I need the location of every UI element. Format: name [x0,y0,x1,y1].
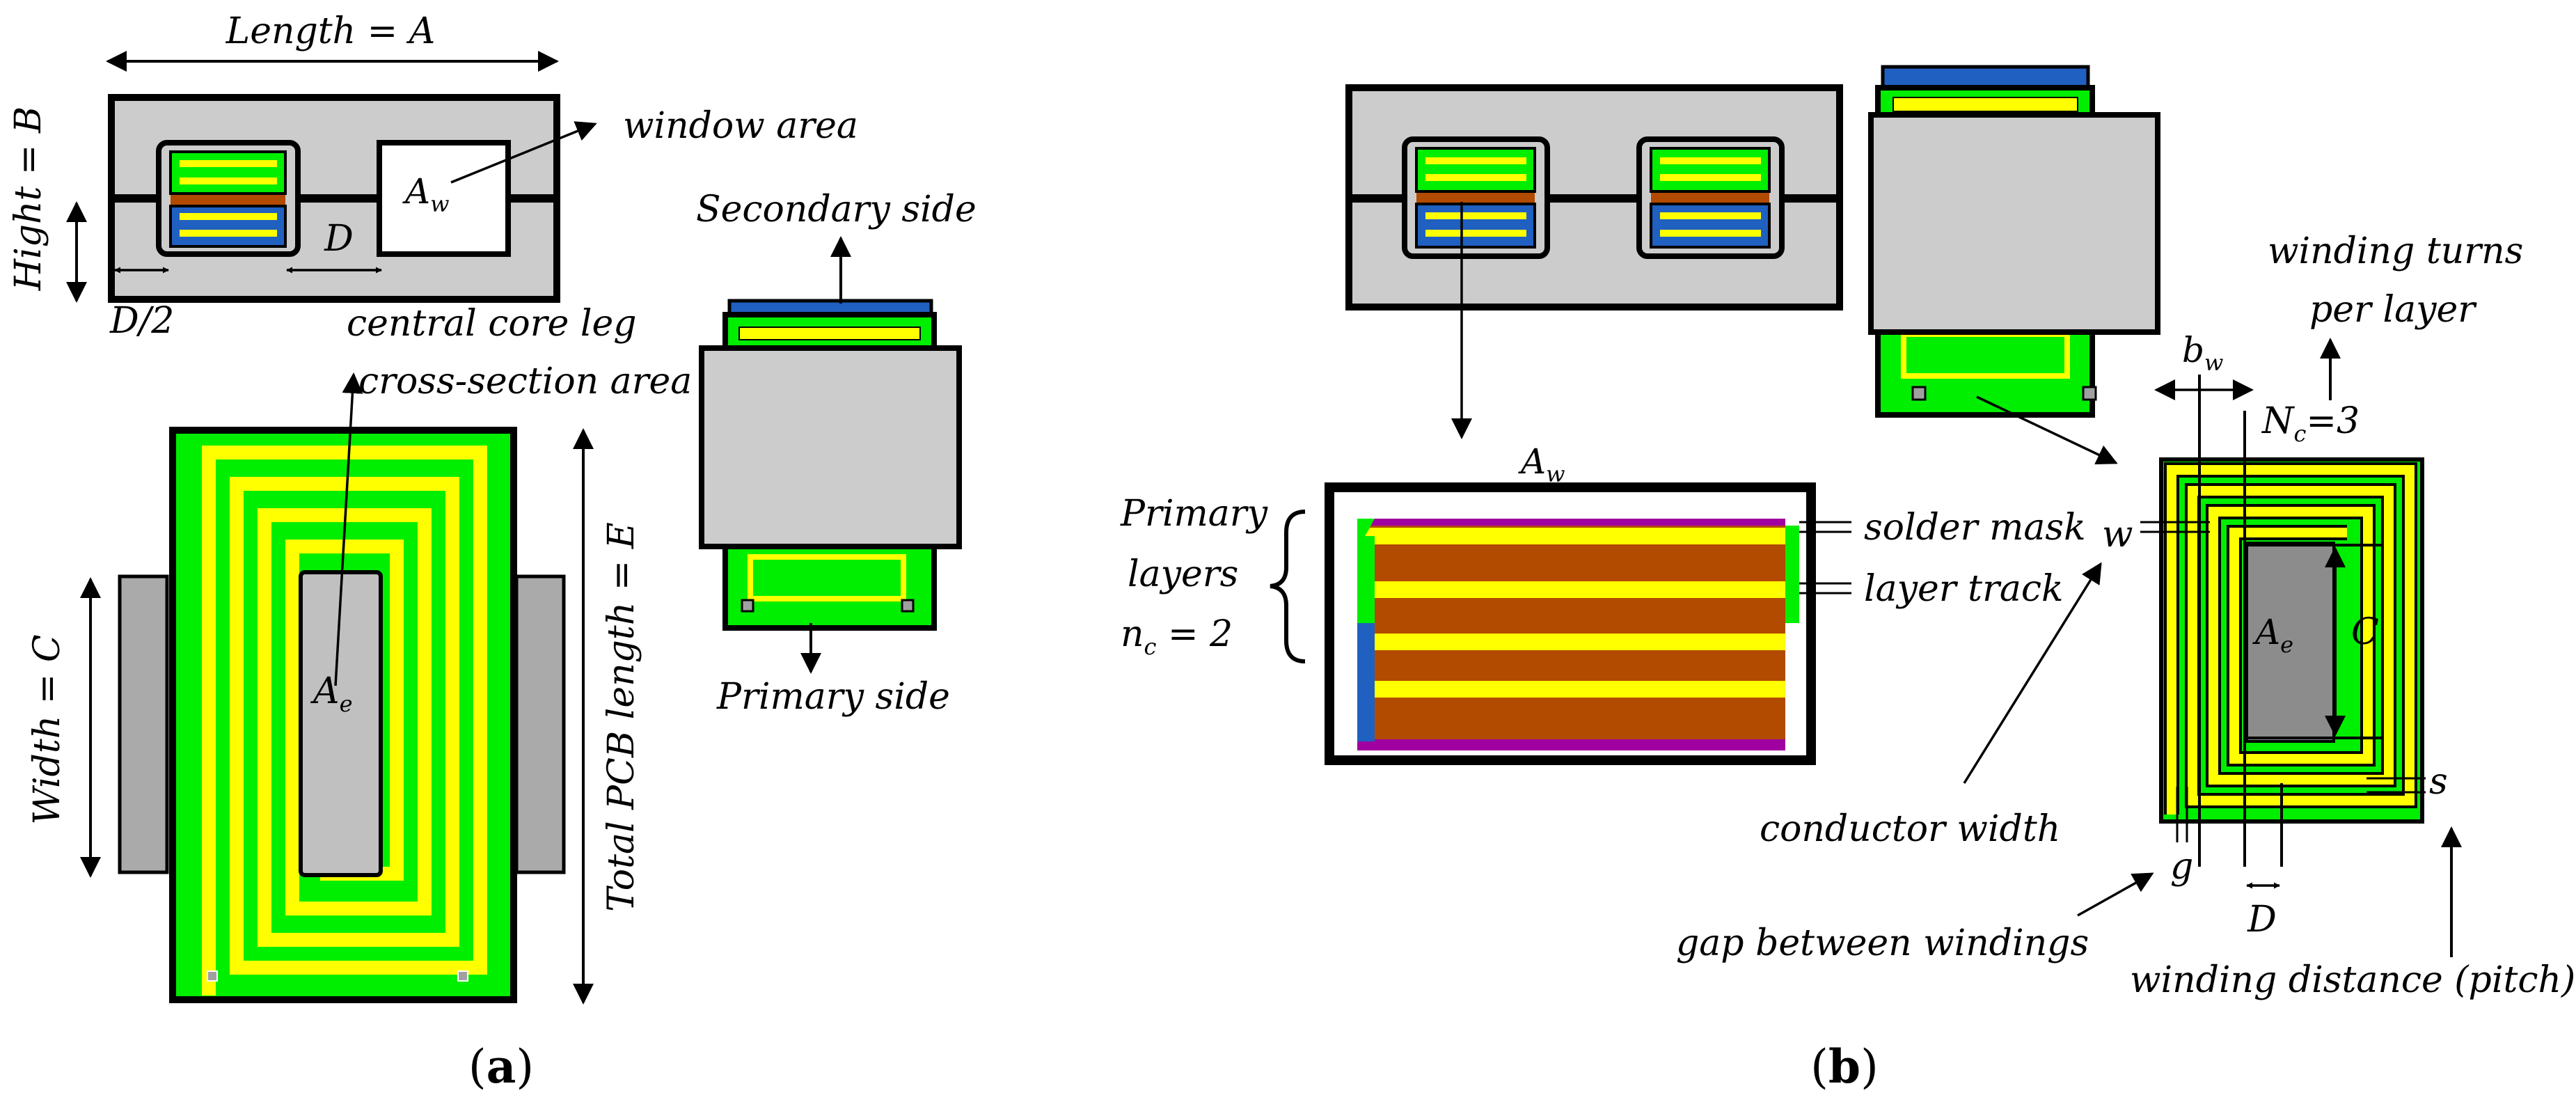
Nc-label: Nc=3 [2261,400,2360,447]
solder-mask-label: solder mask [1864,507,2086,549]
aw-label-b: Aw [1518,441,1565,487]
ae-pointer-arrow [334,372,363,686]
pitch-label: winding distance (pitch) [2130,959,2575,1001]
caption-b: (b) [1810,1039,1879,1094]
core-cross-section-b [1345,84,1843,310]
layer-track-label: layer track [1864,568,2064,610]
conductor-width-label: conductor width [1760,808,2060,850]
ae-zoom [2245,542,2335,743]
panel-b: Aw Primary layers nc = 2 solder mask lay… [1120,65,2575,1094]
d-label: D [324,218,354,260]
core-leg-label-1: central core leg [347,303,637,345]
window-zoom [1325,482,1816,765]
hight-label: Hight = B [8,107,49,292]
side-core-right [514,574,566,874]
pcb-stack-3d-b [1868,65,2160,418]
winding-turns-line1: winding turns [2268,230,2523,272]
nc-label: nc = 2 [1121,613,1233,660]
aw-label-a: Aw [402,171,450,217]
core-cross-section [108,94,560,303]
zoom-arrow-spiral [1976,395,2118,464]
winding-stack [169,150,287,248]
spiral-winding-zoom [2159,457,2424,824]
g-label: g [2170,846,2193,888]
panel-a: Length = A Aw window area [8,10,977,1094]
total-pcb-label: Total PCB length = E [601,522,642,912]
primary-layers-line1: Primary [1120,493,1268,535]
caption-a: (a) [468,1039,534,1094]
winding-turns-line2: per layer [2309,289,2477,331]
length-label: Length = A [226,10,436,52]
primary-brace [1270,510,1306,663]
pcb-stack-3d-a [699,299,962,631]
ae-label-b: Ae [2252,612,2293,658]
primary-layers-line2: layers [1128,553,1238,595]
window-area-arrow [450,121,597,184]
side-core-left [118,574,169,874]
d-half-label: D/2 [109,300,174,342]
bw-label: bw [2182,330,2223,376]
c-label: C [2351,611,2379,653]
d-label-b: D [2247,899,2277,941]
conductor-width-arrow [1963,562,2102,784]
s-label: s [2429,761,2448,803]
w-label: w [2102,514,2133,556]
gap-arrow [2077,872,2154,917]
ae-label-a: Ae [310,670,353,717]
secondary-label: Secondary side [696,189,977,230]
width-label: Width = C [26,634,68,824]
spiral-pcb-a [169,427,517,1003]
core-window-empty [377,140,511,257]
core-leg-label-2: cross-section area [358,361,692,402]
window-area-label: window area [623,105,858,147]
ae-core-leg [299,570,383,877]
primary-label: Primary side [716,676,950,718]
gap-label: gap between windings [1676,922,2089,964]
